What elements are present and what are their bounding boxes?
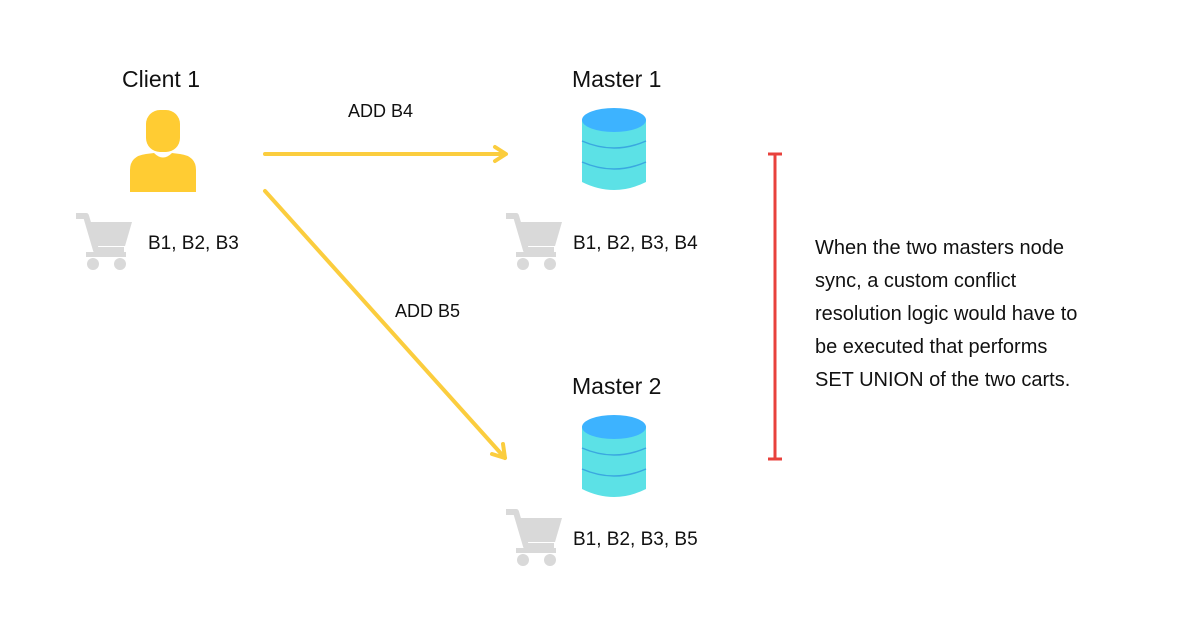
user-icon (130, 110, 196, 192)
conflict-bracket (768, 152, 782, 461)
master-1-database-icon (581, 108, 647, 190)
arrow-add-b5 (263, 189, 507, 460)
master-2-cart-icon (506, 509, 562, 566)
master-2-cart-items: B1, B2, B3, B5 (573, 529, 698, 550)
edge-label-add-b5: ADD B5 (395, 301, 461, 321)
conflict-resolution-note: When the two masters node sync, a custom… (815, 237, 1078, 391)
master-1-title: Master 1 (572, 66, 662, 92)
master-2-title: Master 2 (572, 373, 662, 399)
master-1-cart-items: B1, B2, B3, B4 (573, 233, 698, 254)
master-2-database-icon (581, 415, 647, 497)
client-cart-icon (76, 213, 132, 270)
client-1-title: Client 1 (122, 66, 200, 92)
master-1-cart-icon (506, 213, 562, 270)
arrow-add-b4 (263, 145, 508, 163)
client-cart-items: B1, B2, B3 (148, 233, 239, 254)
edge-label-add-b4: ADD B4 (348, 101, 414, 121)
